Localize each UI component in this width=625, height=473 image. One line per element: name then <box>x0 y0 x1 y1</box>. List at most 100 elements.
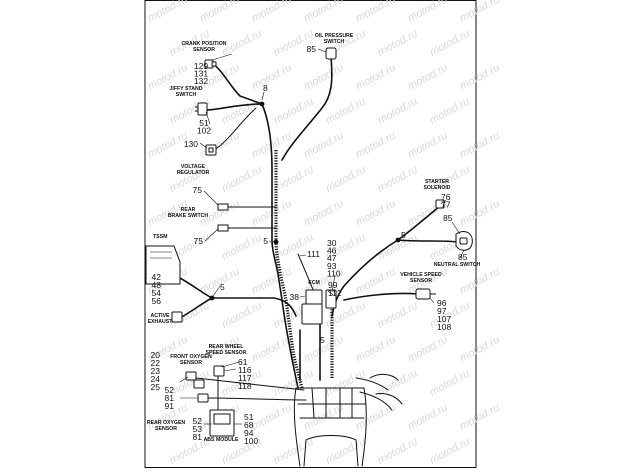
callout-jiffy-line: 51 <box>199 118 209 128</box>
label-jiffy-stand-switch-line: JIFFY STAND <box>170 86 203 92</box>
callout-5-right: 5 <box>401 230 406 240</box>
callout-abs-left-line: 81 <box>193 432 203 442</box>
label-jiffy-stand-switch-line: SWITCH <box>176 92 197 98</box>
callout-jiffy-line: 102 <box>197 126 211 136</box>
label-crank-position-sensor-line: SENSOR <box>193 47 215 53</box>
label-rear-brake-switch-line: BRAKE SWITCH <box>168 213 209 219</box>
callout-5-center-line: 5 <box>263 236 268 246</box>
callout-crank-line: 132 <box>194 76 208 86</box>
callout-5-right-line: 5 <box>401 230 406 240</box>
callout-brake-upper: 75 <box>193 185 203 195</box>
label-oil-pressure-switch-line: OIL PRESSURE <box>315 33 354 39</box>
callout-85-lower: 85 <box>458 252 468 262</box>
callout-front-o2-line: 23 <box>151 366 161 376</box>
callout-85-lower-line: 85 <box>458 252 468 262</box>
label-active-exhaust-line: ACTIVE <box>150 313 170 319</box>
rear-oxygen-sensor-icon <box>197 393 209 403</box>
callout-oil-line: 85 <box>307 44 317 54</box>
callout-8-line: 8 <box>263 83 268 93</box>
callout-rear-o2-line: 52 <box>165 385 175 395</box>
callout-ecm-group-line: 46 <box>327 246 337 256</box>
callout-ecm-38: 38 <box>290 292 300 302</box>
label-rear-brake-switch-line: REAR <box>181 207 196 213</box>
label-vehicle-speed-sensor-line: SENSOR <box>410 278 432 284</box>
callout-abs-right-line: 100 <box>244 436 258 446</box>
callout-ecm-group-line: 110 <box>327 268 341 278</box>
leader-lines <box>179 48 465 425</box>
callout-front-o2-line: 24 <box>151 374 161 384</box>
junction-8-dot <box>259 101 265 107</box>
label-oil-pressure-switch-line: SWITCH <box>324 39 345 45</box>
label-ecm-line: ECM <box>308 280 320 286</box>
callout-regulator: 130 <box>184 139 198 149</box>
callout-85-upper-line: 85 <box>443 213 453 223</box>
callout-5-low: 5 <box>320 335 325 345</box>
rear-brake-switch-connector-icon <box>217 203 229 232</box>
jiffy-stand-switch-icon <box>195 102 208 116</box>
tssm-module-icon <box>145 245 181 285</box>
diagram-border <box>144 0 477 468</box>
junction-left-dot <box>209 295 215 301</box>
label-tssm-line: TSSM <box>153 234 167 240</box>
voltage-regulator-connector-icon <box>205 144 217 156</box>
callout-85-upper: 85 <box>443 213 453 223</box>
engine-outline-icon <box>293 373 403 467</box>
callout-ecm-group-line: 30 <box>327 238 337 248</box>
callout-brake-lower: 75 <box>194 236 204 246</box>
callout-ecm-38-line: 38 <box>290 292 300 302</box>
label-abs-module-line: ABS MODULE <box>204 437 239 443</box>
callout-vss-line: 97 <box>437 306 447 316</box>
callout-brake-upper-line: 75 <box>193 185 203 195</box>
label-starter-solenoid-line: SOLENOID <box>423 185 450 191</box>
label-voltage-regulator-line: VOLTAGE <box>181 164 206 170</box>
crank-position-sensor-icon <box>204 59 217 69</box>
callout-rear-o2-line: 81 <box>165 393 175 403</box>
rear-wheel-speed-sensor-icon <box>213 365 225 377</box>
callout-abs-right-line: 68 <box>244 420 254 430</box>
callout-rwss-line: 116 <box>238 365 252 375</box>
callout-front-o2-line: 22 <box>151 358 161 368</box>
callout-tssm-line: 56 <box>152 296 162 306</box>
callout-abs-left-line: 53 <box>193 424 203 434</box>
label-vehicle-speed-sensor-line: VEHICLE SPEED <box>400 272 442 278</box>
label-crank-position-sensor-line: CRANK POSITION <box>182 41 227 47</box>
callout-ecm-99-line: 112 <box>328 288 342 298</box>
callout-starter-line: 76 <box>441 192 451 202</box>
active-exhaust-icon <box>171 311 183 323</box>
label-rear-oxygen-sensor-line: SENSOR <box>155 426 177 432</box>
callout-5-left-line: 5 <box>220 282 225 292</box>
abs-module-icon <box>209 409 235 437</box>
callout-111: 111 <box>307 249 320 259</box>
label-neutral-switch-line: NEUTRAL SWITCH <box>434 262 481 268</box>
callout-crank-line: 129 <box>194 61 208 71</box>
label-active-exhaust-line: EXHAUST <box>148 319 174 325</box>
callout-111-line: 111 <box>307 249 320 259</box>
junction-center-dot <box>273 239 279 245</box>
label-rear-wheel-speed-sensor-line: SPEED SENSOR <box>206 350 247 356</box>
callout-tssm-line: 48 <box>152 280 162 290</box>
callout-ecm-group-line: 93 <box>327 261 337 271</box>
label-voltage-regulator-line: REGULATOR <box>177 170 210 176</box>
callout-vss-line: 108 <box>437 322 451 332</box>
callout-5-low-line: 5 <box>320 335 325 345</box>
callout-abs-right-line: 51 <box>244 412 254 422</box>
callout-rwss-line: 61 <box>238 357 248 367</box>
callout-regulator-line: 130 <box>184 139 198 149</box>
